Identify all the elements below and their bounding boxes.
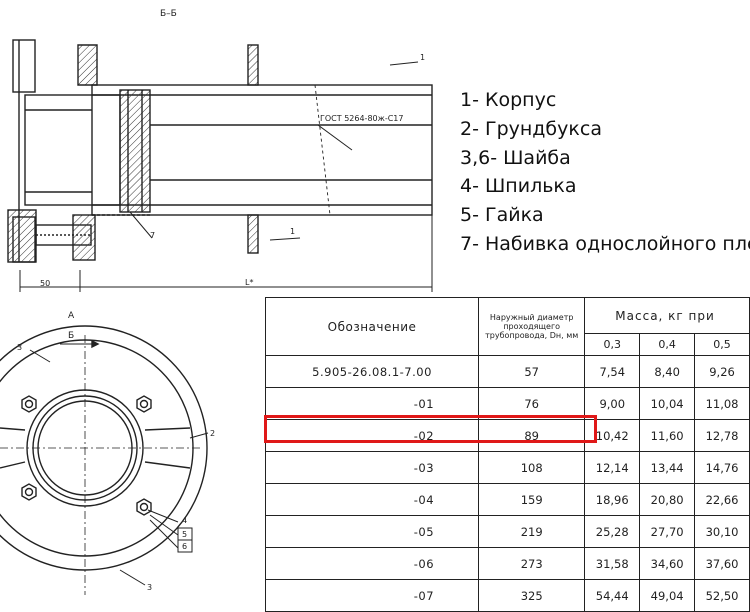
- cell-designation: -05: [264, 515, 480, 548]
- callout-6: 6: [182, 542, 187, 551]
- cell-mass-1: 18,96: [584, 483, 641, 516]
- cell-mass-3: 37,60: [694, 547, 750, 580]
- cell-mass-2: 20,80: [639, 483, 696, 516]
- legend-item-casing: 1- Корпус: [460, 89, 557, 111]
- cell-diameter: 219: [478, 515, 586, 548]
- dimension-50: 50: [40, 279, 50, 288]
- legend-item-washer: 3,6- Шайба: [460, 146, 571, 169]
- table-row: -05 219 25,28 27,70 30,10: [264, 515, 750, 548]
- header-designation: Обозначение: [264, 297, 480, 356]
- cell-mass-3: 52,50: [694, 579, 750, 612]
- table-row: -01 76 9,00 10,04 11,08: [264, 387, 750, 420]
- cell-mass-1: 31,58: [584, 547, 641, 580]
- callout-1-bottom: 1: [290, 227, 295, 236]
- legend-item-nut: 5- Гайка: [460, 204, 544, 227]
- cell-diameter: 273: [478, 547, 586, 580]
- header-mass-col-1: 0,3: [584, 333, 641, 356]
- table-row: -04 159 18,96 20,80 22,66: [264, 483, 750, 516]
- cell-diameter: 108: [478, 451, 586, 484]
- callout-4: 4: [182, 516, 187, 525]
- cell-diameter: 57: [478, 355, 586, 388]
- callout-2: 2: [210, 429, 215, 438]
- section-arrow-label: Б: [68, 331, 74, 341]
- legend-item-gland: 2- Грундбукса: [460, 117, 602, 140]
- dimension-L: L*: [245, 278, 253, 287]
- cell-designation: -01: [264, 387, 480, 420]
- view-title: А: [68, 311, 75, 321]
- section-view: [7, 39, 433, 292]
- legend-item-stud: 4- Шпилька: [460, 175, 577, 198]
- callout-7: 7: [150, 231, 155, 240]
- header-mass-col-2: 0,4: [639, 333, 696, 356]
- table-row: -03 108 12,14 13,44 14,76: [264, 451, 750, 484]
- cell-diameter: 76: [478, 387, 586, 420]
- gost-label: ГОСТ 5264-80ж-С17: [320, 114, 403, 123]
- cell-mass-1: 10,42: [584, 419, 641, 452]
- cell-mass-3: 12,78: [694, 419, 750, 452]
- header-mass-col-3: 0,5: [694, 333, 750, 356]
- table-row: -06 273 31,58 34,60 37,60: [264, 547, 750, 580]
- cell-designation: 5.905-26.08.1-7.00: [264, 355, 480, 388]
- cell-mass-1: 54,44: [584, 579, 641, 612]
- callout-3-top: 3: [17, 343, 22, 352]
- header-diameter: Наружный диаметр проходящего трубопровод…: [478, 297, 586, 356]
- cell-designation: -07: [264, 579, 480, 612]
- cell-mass-3: 11,08: [694, 387, 750, 420]
- header-mass: Масса, кг при: [584, 297, 750, 334]
- callout-5: 5: [182, 530, 187, 539]
- section-title: Б–Б: [160, 9, 177, 19]
- table-row: 5.905-26.08.1-7.00 57 7,54 8,40 9,26: [264, 355, 750, 388]
- cell-designation: -02: [264, 419, 480, 452]
- cell-mass-2: 11,60: [639, 419, 696, 452]
- table-row: -02 89 10,42 11,60 12,78: [264, 419, 750, 452]
- legend-item-packing: 7- Набивка однослойного пле: [460, 232, 750, 255]
- flange-view: [0, 325, 209, 595]
- spec-table: Обозначение Наружный диаметр проходящего…: [264, 297, 750, 612]
- cell-mass-3: 9,26: [694, 355, 750, 388]
- cell-mass-1: 12,14: [584, 451, 641, 484]
- cell-diameter: 325: [478, 579, 586, 612]
- cell-mass-3: 30,10: [694, 515, 750, 548]
- cell-mass-2: 13,44: [639, 451, 696, 484]
- cell-diameter: 89: [478, 419, 586, 452]
- cell-mass-1: 25,28: [584, 515, 641, 548]
- cell-mass-2: 27,70: [639, 515, 696, 548]
- cell-mass-2: 34,60: [639, 547, 696, 580]
- cell-mass-2: 8,40: [639, 355, 696, 388]
- cell-mass-1: 9,00: [584, 387, 641, 420]
- technical-drawing: Б–Б: [0, 9, 433, 595]
- callout-3-bottom: 3: [147, 583, 152, 592]
- cell-mass-2: 10,04: [639, 387, 696, 420]
- cell-mass-1: 7,54: [584, 355, 641, 388]
- callout-1-top: 1: [420, 53, 425, 62]
- table-row: -07 325 54,44 49,04 52,50: [264, 579, 750, 612]
- parts-legend: 1- Корпус 2- Грундбукса 3,6- Шайба 4- Шп…: [460, 86, 750, 259]
- cell-mass-3: 14,76: [694, 451, 750, 484]
- cell-designation: -04: [264, 483, 480, 516]
- cell-designation: -03: [264, 451, 480, 484]
- cell-mass-2: 49,04: [639, 579, 696, 612]
- cell-designation: -06: [264, 547, 480, 580]
- cell-diameter: 159: [478, 483, 586, 516]
- cell-mass-3: 22,66: [694, 483, 750, 516]
